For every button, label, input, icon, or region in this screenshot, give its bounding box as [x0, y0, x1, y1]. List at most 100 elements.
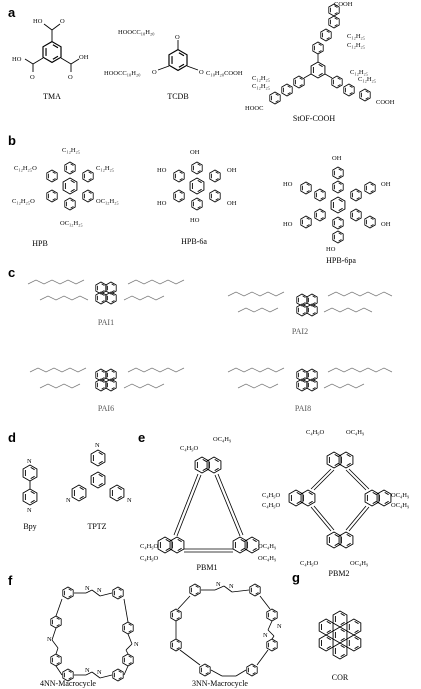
compound-name-tma: TMA [43, 92, 61, 101]
panel-label-a: a [8, 5, 16, 20]
panel-label-c: c [8, 265, 15, 280]
pbm2-structure: C₄H₉O OC₄H₉ C₄H₉O C₄H₉O OC₄H₉ OC₄H₉ C₄H₉… [262, 429, 409, 567]
atom-label: OH [332, 155, 342, 162]
atom-label: O [175, 34, 180, 41]
atom-label: HO [12, 56, 22, 63]
atom-label: N [85, 585, 90, 592]
bpy-structure: N N [22, 458, 38, 514]
atom-label: COOH [334, 1, 353, 8]
atom-label: COOH [376, 99, 395, 106]
atom-label: OH [227, 167, 237, 174]
atom-label: N [66, 497, 71, 504]
atom-label: C₁₂H₂₅ [252, 75, 270, 82]
compound-name-pbm1: PBM1 [197, 563, 218, 572]
atom-label: O [30, 74, 35, 81]
atom-label: O [60, 18, 65, 25]
atom-label: N [27, 507, 32, 514]
atom-label: C₁₂H₂₅ [347, 42, 365, 49]
atom-label: C₁₂H₂₅O [12, 198, 35, 205]
atom-label: C₁₂H₂₅O [14, 165, 37, 172]
atom-label: C₄H₉O [140, 555, 159, 562]
panel-label-g: g [292, 570, 300, 585]
atom-label: N [97, 669, 102, 676]
atom-label: N [47, 636, 52, 643]
atom-label: N [134, 641, 139, 648]
atom-label: OH [381, 221, 391, 228]
atom-label: HOOCC₁₀H₂₀ [104, 70, 141, 77]
atom-label: N [216, 581, 221, 588]
compound-name-tcdb: TCDB [167, 92, 188, 101]
atom-label: OC₄H₉ [213, 436, 231, 443]
panel-g: g COR [292, 570, 362, 682]
panel-f: f N N N [8, 573, 282, 688]
atom-label: C₁₂H₂₅ [358, 76, 376, 83]
atom-label: OC₁₂H₂₅ [60, 220, 83, 227]
compound-name-bpy: Bpy [23, 522, 36, 531]
atom-label: N [263, 632, 268, 639]
atom-label: HO [190, 217, 200, 224]
atom-label: C₁₂H₂₅ [350, 69, 368, 76]
hpb-structure: C₁₂H₂₅ C₁₂H₂₅O C₁₂H₂₅ C₁₂H₂₅O OC₁₂H₂₅ OC… [12, 147, 119, 227]
panel-label-f: f [8, 573, 13, 588]
atom-label: N [95, 442, 100, 449]
atom-label: C₁₂H₂₅ [252, 83, 270, 90]
atom-label: OH [381, 181, 391, 188]
atom-label: O [199, 69, 204, 76]
atom-label: N [85, 667, 90, 674]
compound-name-cor: COR [332, 673, 349, 682]
panel-label-d: d [8, 430, 16, 445]
atom-label: N [127, 497, 132, 504]
hpb-6a-structure: OH HO OH HO OH HO [157, 149, 237, 224]
panel-c: c [8, 265, 393, 413]
atom-label: C₄H₉O [262, 502, 281, 509]
atom-label: HOOCC₁₀H₂₀ [118, 29, 155, 36]
atom-label: C₁₂H₂₅ [96, 165, 114, 172]
atom-label: OH [190, 149, 200, 156]
atom-label: HO [157, 200, 167, 207]
panel-a: a HO O HO O OH O TMA [8, 1, 395, 123]
atom-label: OC₄H₉ [350, 560, 368, 567]
compound-name-pai1: PAI1 [98, 318, 114, 327]
atom-label: OC₄H₉ [391, 492, 409, 499]
compound-name-pai6: PAI6 [98, 404, 114, 413]
atom-label: C₄H₉O [262, 492, 281, 499]
compound-name-pai2: PAI2 [292, 327, 308, 336]
atom-label: C₄H₉O [180, 445, 199, 452]
hpb-6pa-structure: OH HO OH HO OH HO [283, 155, 391, 253]
atom-label: HO [326, 246, 336, 253]
atom-label: HOOC [245, 105, 263, 112]
atom-label: OH [227, 200, 237, 207]
panel-label-b: b [8, 133, 16, 148]
atom-label: HO [33, 18, 43, 25]
atom-label: OC₄H₉ [258, 555, 276, 562]
atom-label: N [229, 583, 234, 590]
atom-label: OC₄H₉ [391, 502, 409, 509]
atom-label: N [97, 587, 102, 594]
compound-name-4nn-macrocycle: 4NN-Macrocycle [40, 679, 96, 688]
compound-name-hpb: HPB [32, 239, 48, 248]
atom-label: HO [283, 181, 293, 188]
atom-label: OC₄H₉ [346, 429, 364, 436]
tptz-structure: N N N [66, 442, 132, 504]
atom-label: HO [283, 221, 293, 228]
compound-name-tptz: TPTZ [87, 522, 106, 531]
pbm1-structure: C₄H₉O OC₄H₉ C₄H₉O C₄H₉O OC₄H₉ OC₄H₉ [140, 436, 276, 562]
compound-name-pai8: PAI8 [295, 404, 311, 413]
atom-label: N [27, 458, 32, 465]
compound-name-hpb-6a: HPB-6a [181, 237, 207, 246]
4nn-macrocycle-structure: N N N N N N [47, 585, 139, 682]
cor-structure [318, 610, 362, 660]
atom-label: O [68, 74, 73, 81]
atom-label: N [277, 623, 282, 630]
tma-structure: HO O HO O OH O [12, 18, 89, 81]
panel-label-e: e [138, 430, 145, 445]
panel-d: d N N Bpy N N N TPTZ [8, 430, 132, 531]
atom-label: C₄H₉O [140, 543, 159, 550]
3nn-macrocycle-structure: N N N N [170, 581, 282, 677]
atom-label: C₁₂H₂₅ [62, 147, 80, 154]
stof-cooh-structure: COOH HOOC COOH C₁₂H₂₅ C₁₂H₂₅ C₁₂H₂₅ C₁₂H… [245, 1, 395, 112]
atom-label: HO [157, 167, 167, 174]
atom-label: C₁₀H₂₀COOH [206, 70, 243, 77]
atom-label: C₁₂H₂₅ [347, 33, 365, 40]
